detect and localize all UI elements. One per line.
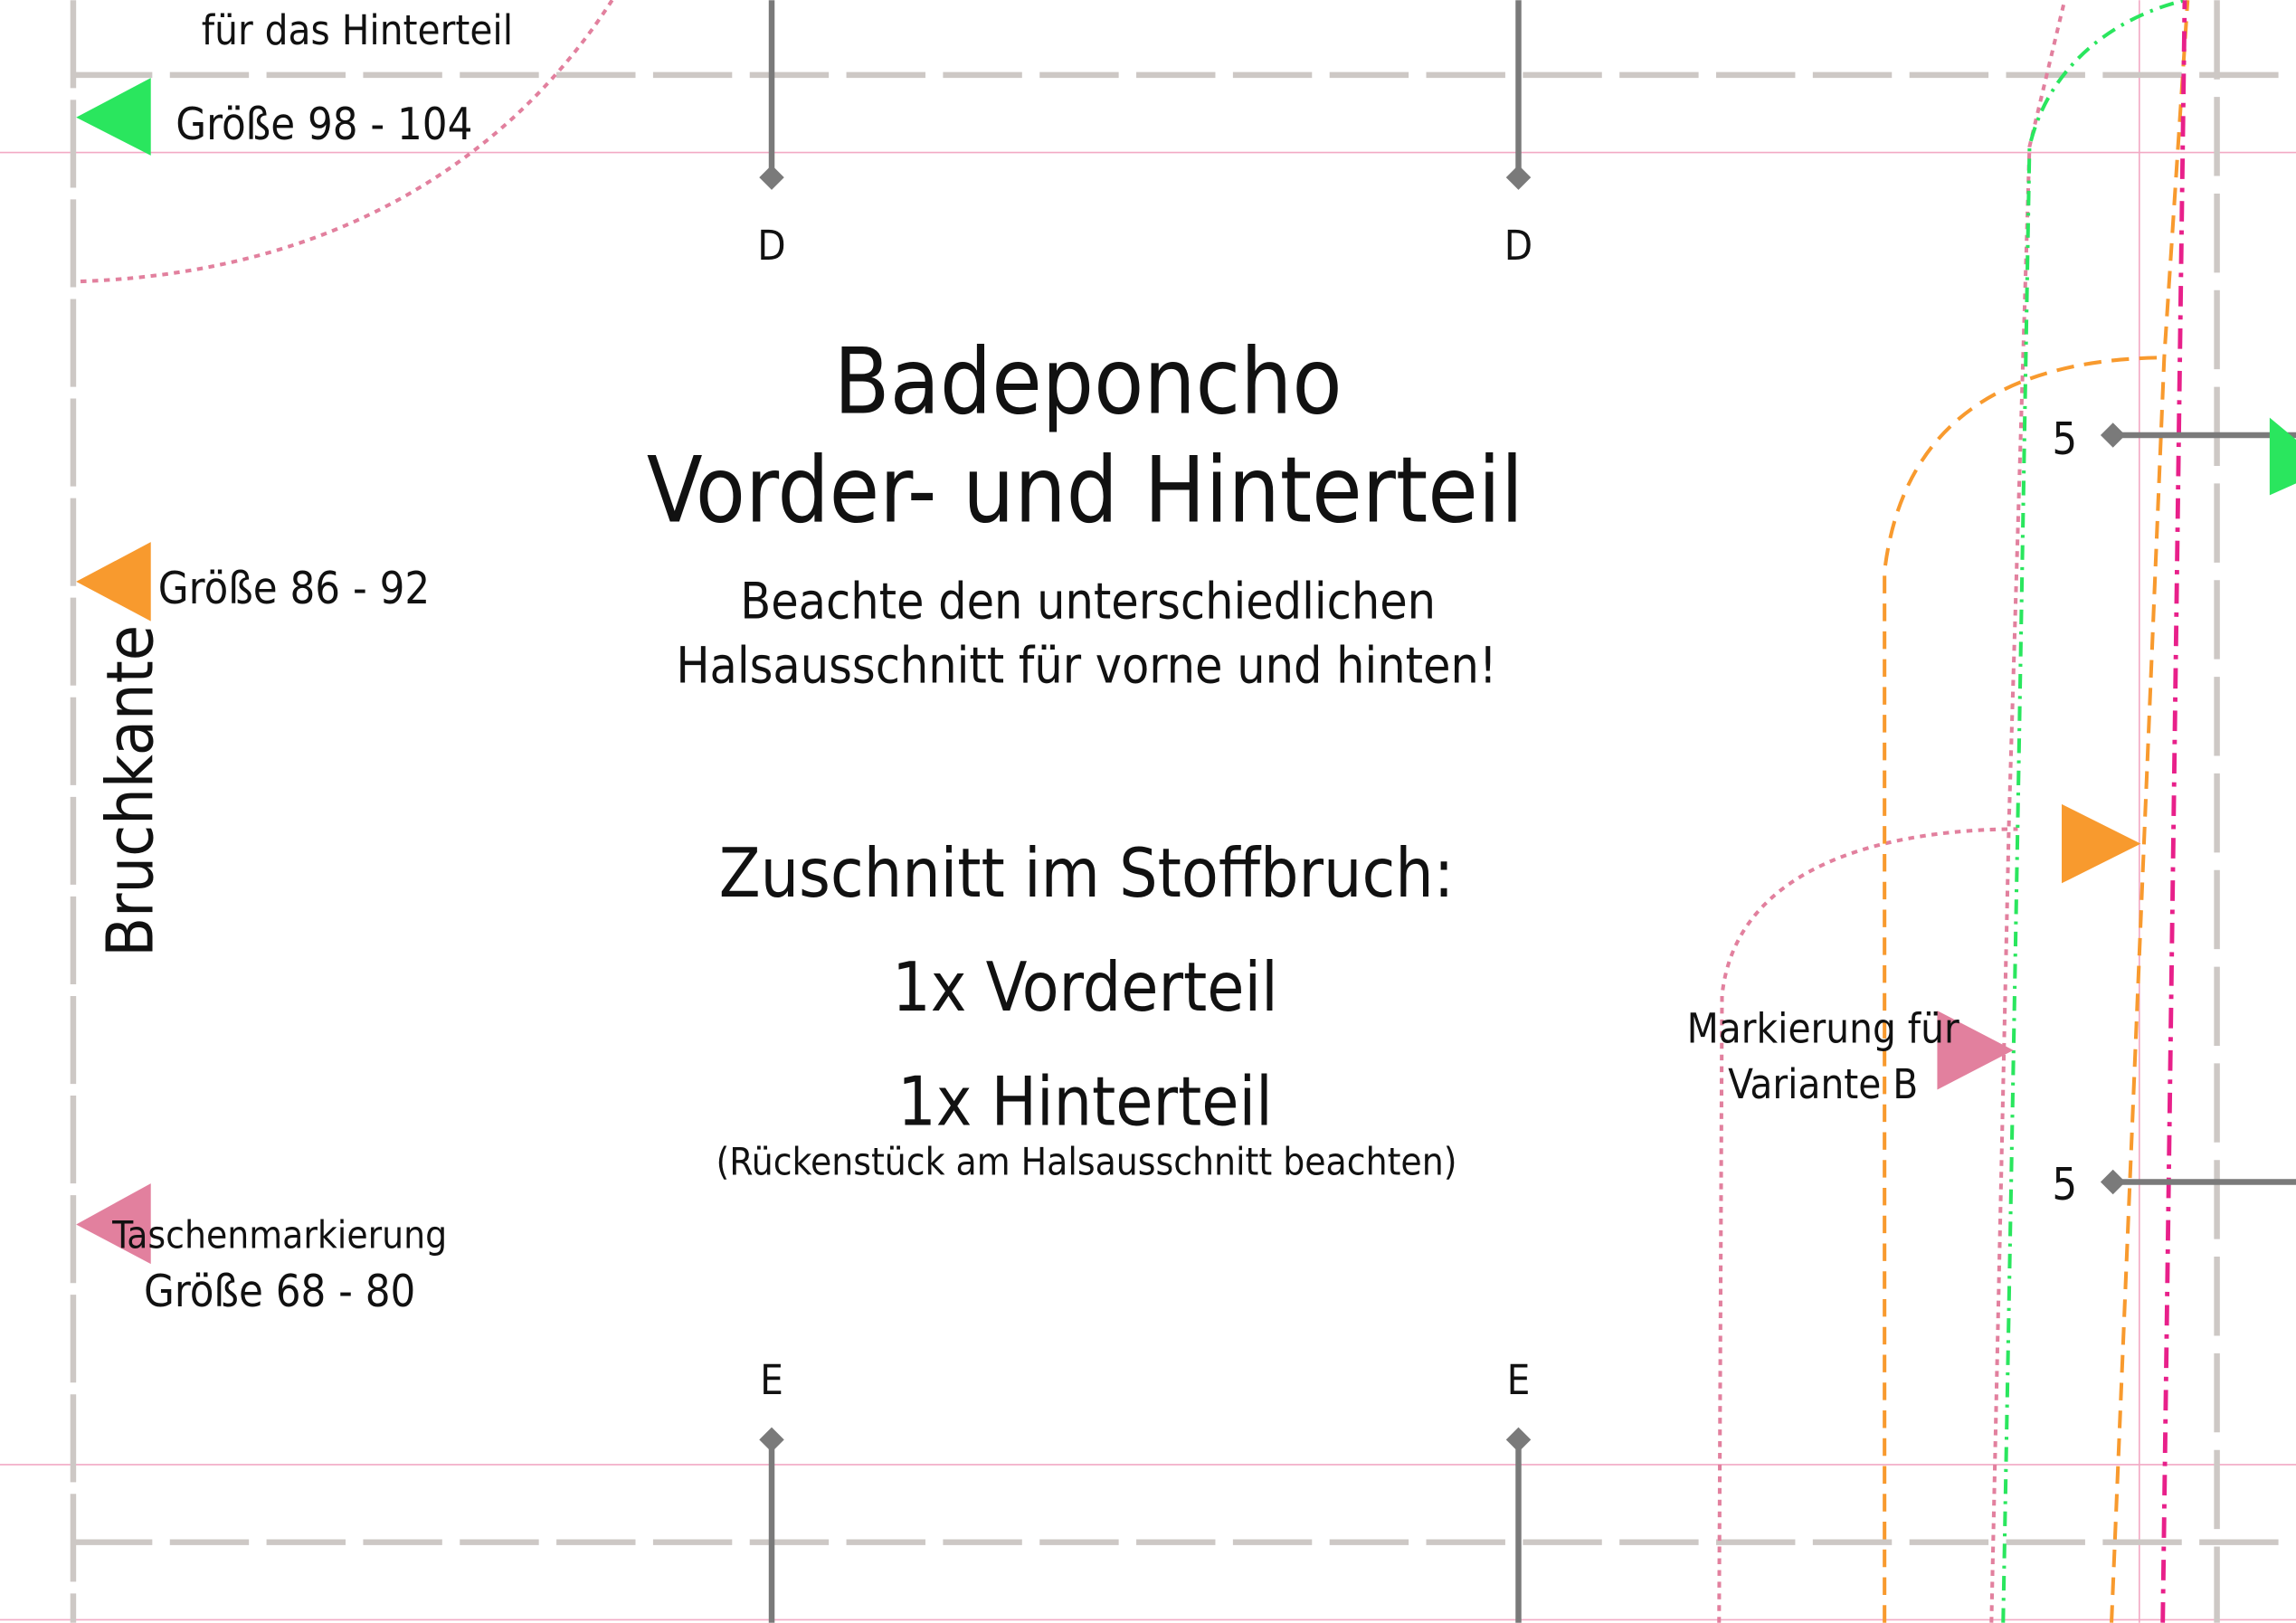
- marker-d-left: D: [757, 222, 785, 270]
- seam-allowance-lines: [70, 0, 2296, 1623]
- top-label: für das Hinterteil: [202, 6, 513, 54]
- orange-size-triangle: [76, 542, 151, 622]
- marker-5-upper: 5: [2052, 414, 2077, 465]
- variant-label-line2: Variante B: [1728, 1060, 1918, 1108]
- magenta-size-line: [2160, 0, 2187, 1623]
- marker-d-right: D: [1504, 222, 1532, 270]
- pink-variant-triangle: [1937, 1011, 2014, 1090]
- fold-label: Bruchkante: [92, 625, 167, 957]
- note-line2: Halsausschnitt für vorne und hinten!: [676, 637, 1496, 695]
- cut-item-back: 1x Hinterteil: [897, 1062, 1273, 1141]
- pattern-title: Badeponcho: [834, 329, 1342, 435]
- notch-markers: [759, 0, 2296, 1623]
- pattern-subtitle: Vorder- und Hinterteil: [647, 438, 1523, 544]
- cut-note: (Rückenstück am Halsausschnitt beachten): [716, 1139, 1457, 1183]
- note-line1: Beachte den unterschiedlichen: [740, 572, 1436, 630]
- marker-e-left: E: [760, 1356, 783, 1404]
- orange-right-triangle: [2062, 803, 2141, 884]
- pink-dotted-cutlines: [80, 0, 2067, 1623]
- marker-5-lower: 5: [2052, 1160, 2077, 1210]
- green-size-triangle: [76, 78, 151, 156]
- legend-size-98-104: Größe 98 - 104: [176, 100, 472, 150]
- cut-item-front: 1x Vorderteil: [892, 948, 1278, 1027]
- orange-size-lines: [1883, 0, 2190, 1623]
- pink-pocket-triangle: [76, 1183, 151, 1265]
- variant-label-line1: Markierung für: [1687, 1005, 1959, 1053]
- marker-e-right: E: [1507, 1356, 1531, 1404]
- legend-pocket-line1: Taschenmarkierung: [111, 1212, 447, 1257]
- green-size-line: [2001, 0, 2186, 1623]
- legend-pocket-line2: Größe 68 - 80: [144, 1267, 415, 1317]
- legend-size-86-92: Größe 86 - 92: [158, 564, 430, 614]
- green-right-triangle: [2269, 417, 2296, 496]
- cut-heading: Zuschnitt im Stoffbruch:: [719, 834, 1455, 913]
